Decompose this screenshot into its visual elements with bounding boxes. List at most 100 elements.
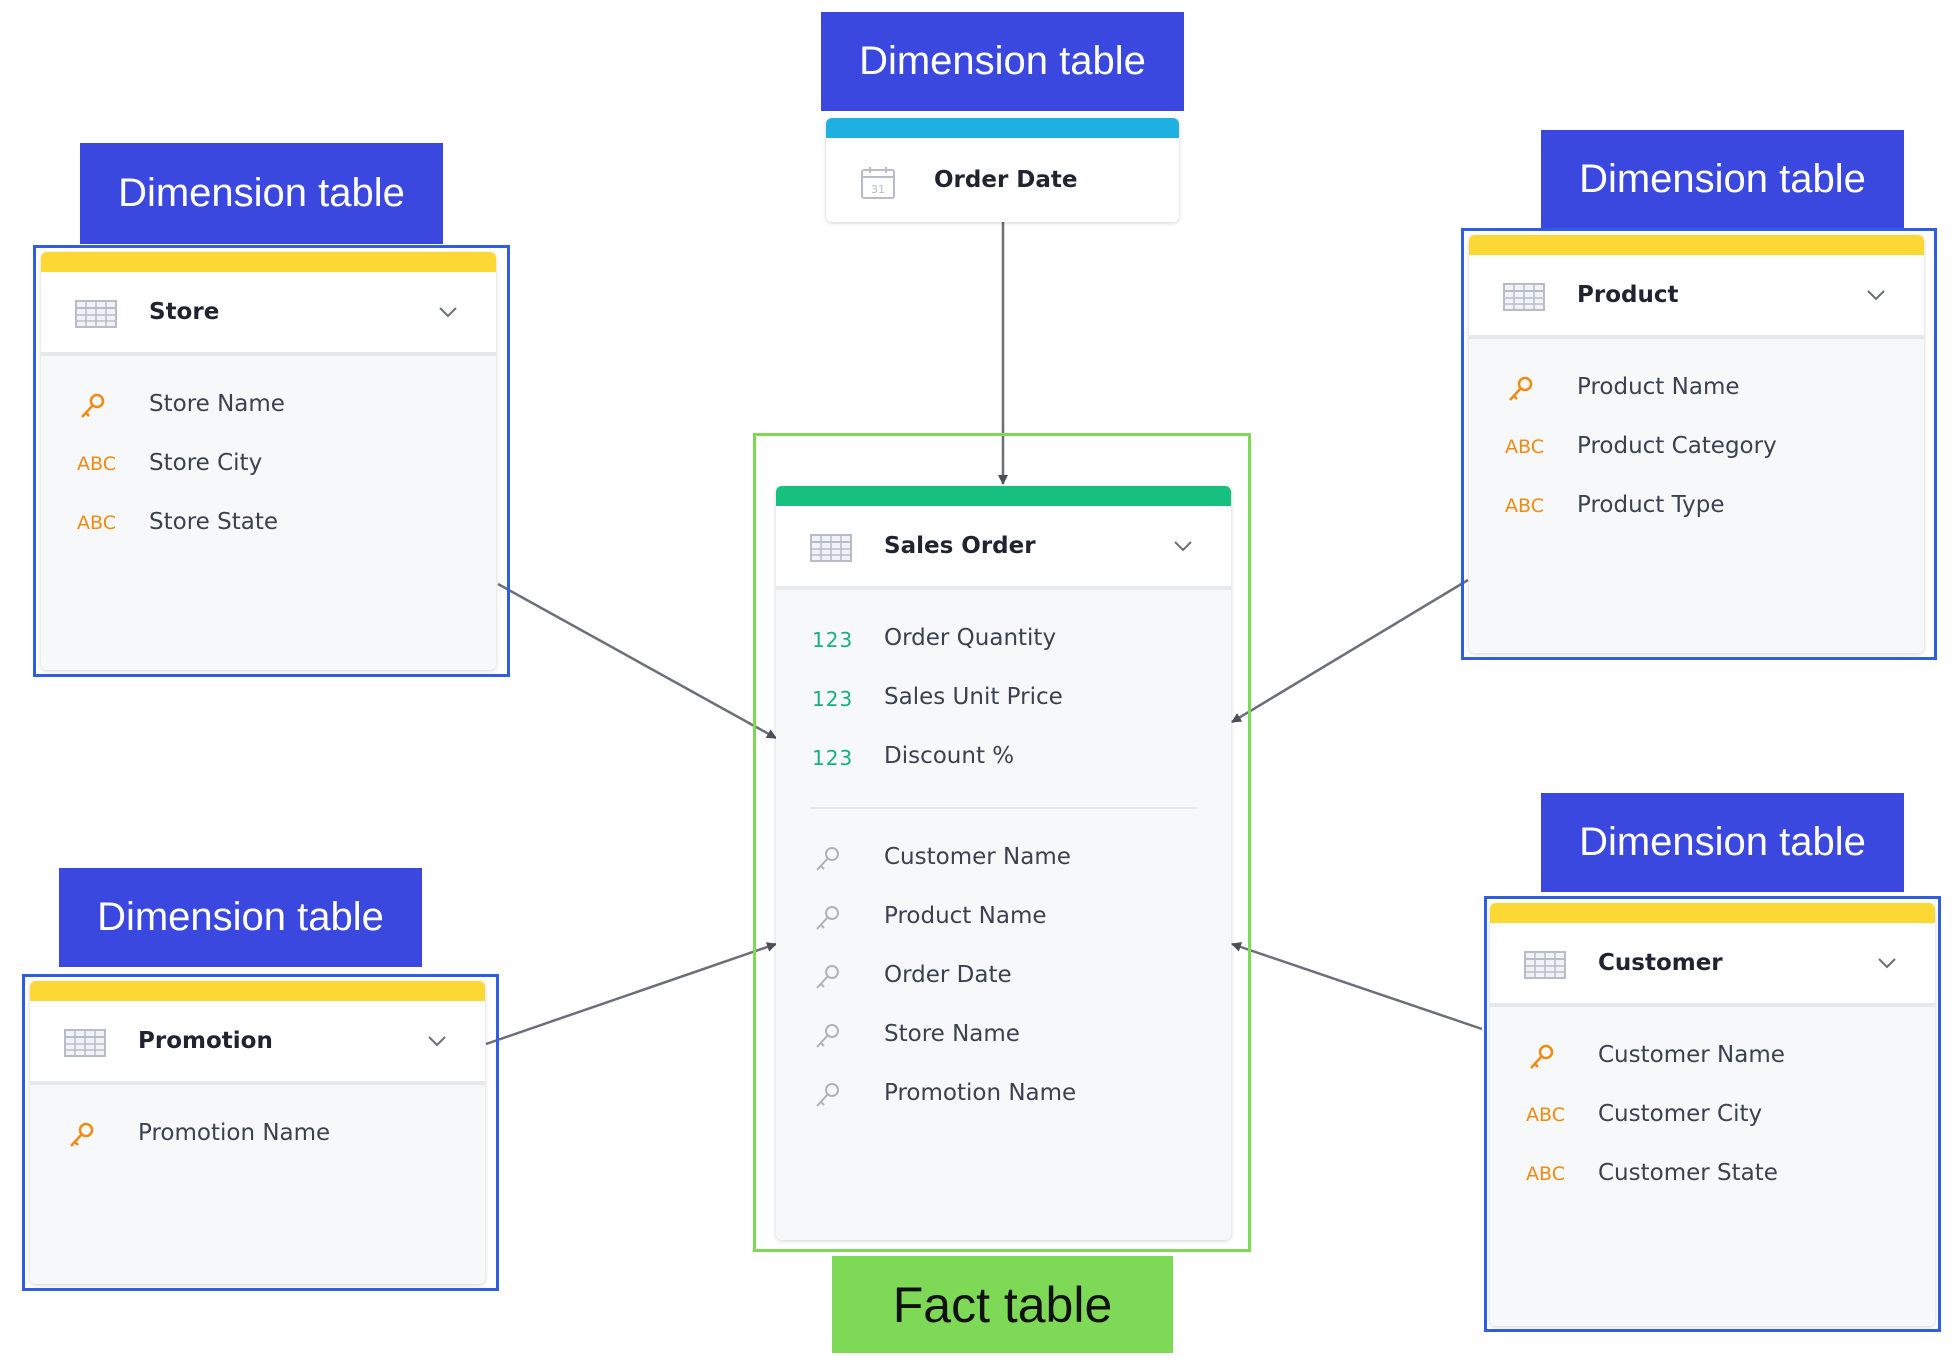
svg-text:31: 31 xyxy=(871,183,885,196)
field-label: Product Name xyxy=(884,903,1047,929)
arrow-promotion-to-sales-order xyxy=(485,942,777,1046)
arrow-customer-to-sales-order xyxy=(1231,942,1483,1031)
customer-outline xyxy=(1484,896,1941,1332)
table-icon xyxy=(64,1029,106,1062)
calendar-icon: 31 xyxy=(860,166,896,205)
table-icon xyxy=(1503,283,1545,316)
abc-icon: ABC xyxy=(1526,1163,1565,1185)
order-date-table-card[interactable]: 31 Order Date xyxy=(826,118,1179,222)
ref-store-name[interactable]: Store Name xyxy=(776,1008,1231,1067)
key-icon xyxy=(66,1121,116,1149)
field-store-city[interactable]: ABC Store City xyxy=(41,437,496,496)
number-icon: 123 xyxy=(812,628,854,652)
promotion-title: Promotion xyxy=(138,1028,273,1054)
product-title: Product xyxy=(1577,282,1679,308)
promotion-outline xyxy=(22,974,499,1291)
field-store-state[interactable]: ABC Store State xyxy=(41,496,496,555)
ref-promotion-name[interactable]: Promotion Name xyxy=(776,1067,1231,1126)
section-divider xyxy=(810,807,1197,809)
chevron-down-icon[interactable] xyxy=(425,1029,449,1058)
field-label: Customer Name xyxy=(1598,1042,1785,1068)
banner-store-dimension: Dimension table xyxy=(80,143,443,244)
promotion-field-list: Promotion Name xyxy=(30,1085,485,1166)
abc-icon: ABC xyxy=(77,512,116,534)
field-label: Customer Name xyxy=(884,844,1071,870)
reference-key-icon xyxy=(812,1081,862,1109)
customer-table-card[interactable]: Customer Customer Name ABC Customer City… xyxy=(1490,903,1935,1326)
store-color-bar xyxy=(41,252,496,272)
field-label: Product Type xyxy=(1577,492,1725,518)
store-field-list: Store Name ABC Store City ABC Store Stat… xyxy=(41,356,496,555)
product-table-card[interactable]: Product Product Name ABC Product Categor… xyxy=(1469,235,1924,653)
abc-icon: ABC xyxy=(1526,1104,1565,1126)
banner-fact-table: Fact table xyxy=(832,1256,1173,1353)
ref-order-date[interactable]: Order Date xyxy=(776,949,1231,1008)
field-label: Store State xyxy=(149,509,278,535)
arrow-product-to-sales-order xyxy=(1231,578,1469,724)
sales-order-table-card[interactable]: Sales Order 123 Order Quantity 123 Sales… xyxy=(776,486,1231,1240)
field-customer-city[interactable]: ABC Customer City xyxy=(1490,1088,1935,1147)
store-header[interactable]: Store xyxy=(41,272,496,356)
field-label: Promotion Name xyxy=(138,1120,331,1146)
product-header[interactable]: Product xyxy=(1469,255,1924,339)
chevron-down-icon[interactable] xyxy=(1171,534,1195,563)
product-outline xyxy=(1461,228,1937,660)
banner-product-dimension: Dimension table xyxy=(1541,130,1904,229)
field-label: Store City xyxy=(149,450,263,476)
promotion-header[interactable]: Promotion xyxy=(30,1001,485,1085)
field-product-type[interactable]: ABC Product Type xyxy=(1469,479,1924,538)
chevron-down-icon[interactable] xyxy=(436,300,460,329)
field-order-quantity[interactable]: 123 Order Quantity xyxy=(776,612,1231,671)
reference-key-icon xyxy=(812,904,862,932)
sales-order-fact-list: 123 Order Quantity 123 Sales Unit Price … xyxy=(776,590,1231,789)
field-sales-unit-price[interactable]: 123 Sales Unit Price xyxy=(776,671,1231,730)
reference-key-icon xyxy=(812,963,862,991)
product-field-list: Product Name ABC Product Category ABC Pr… xyxy=(1469,339,1924,538)
field-label: Store Name xyxy=(149,391,285,417)
field-product-name[interactable]: Product Name xyxy=(1469,361,1924,420)
promotion-color-bar xyxy=(30,981,485,1001)
ref-customer-name[interactable]: Customer Name xyxy=(776,831,1231,890)
sales-order-color-bar xyxy=(776,486,1231,506)
field-label: Sales Unit Price xyxy=(884,684,1063,710)
sales-order-header[interactable]: Sales Order xyxy=(776,506,1231,590)
order-date-title: Order Date xyxy=(934,167,1078,193)
field-label: Store Name xyxy=(884,1021,1020,1047)
number-icon: 123 xyxy=(812,687,854,711)
key-icon xyxy=(77,392,127,420)
field-label: Order Quantity xyxy=(884,625,1057,651)
field-label: Promotion Name xyxy=(884,1080,1077,1106)
key-icon xyxy=(1526,1043,1576,1071)
table-icon xyxy=(1524,951,1566,984)
key-icon xyxy=(1505,375,1555,403)
customer-color-bar xyxy=(1490,903,1935,923)
product-color-bar xyxy=(1469,235,1924,255)
field-customer-name[interactable]: Customer Name xyxy=(1490,1029,1935,1088)
field-label: Product Category xyxy=(1577,433,1777,459)
chevron-down-icon[interactable] xyxy=(1875,951,1899,980)
arrow-store-to-sales-order xyxy=(497,582,777,740)
fact-table-outline xyxy=(753,433,1251,1252)
order-date-header[interactable]: 31 Order Date xyxy=(826,138,1179,222)
field-label: Discount % xyxy=(884,743,1015,769)
abc-icon: ABC xyxy=(1505,495,1544,517)
chevron-down-icon[interactable] xyxy=(1864,283,1888,312)
field-store-name[interactable]: Store Name xyxy=(41,378,496,437)
ref-product-name[interactable]: Product Name xyxy=(776,890,1231,949)
store-table-card[interactable]: Store Store Name ABC Store City ABC Stor… xyxy=(41,252,496,670)
customer-header[interactable]: Customer xyxy=(1490,923,1935,1007)
number-icon: 123 xyxy=(812,746,854,770)
reference-key-icon xyxy=(812,845,862,873)
field-product-category[interactable]: ABC Product Category xyxy=(1469,420,1924,479)
field-customer-state[interactable]: ABC Customer State xyxy=(1490,1147,1935,1206)
customer-field-list: Customer Name ABC Customer City ABC Cust… xyxy=(1490,1007,1935,1206)
field-discount[interactable]: 123 Discount % xyxy=(776,730,1231,789)
sales-order-title: Sales Order xyxy=(884,533,1036,559)
field-label: Customer State xyxy=(1598,1160,1778,1186)
store-title: Store xyxy=(149,299,220,325)
promotion-table-card[interactable]: Promotion Promotion Name xyxy=(30,981,485,1284)
abc-icon: ABC xyxy=(1505,436,1544,458)
banner-order-date-dimension: Dimension table xyxy=(821,12,1184,111)
field-promotion-name[interactable]: Promotion Name xyxy=(30,1107,485,1166)
reference-key-icon xyxy=(812,1022,862,1050)
